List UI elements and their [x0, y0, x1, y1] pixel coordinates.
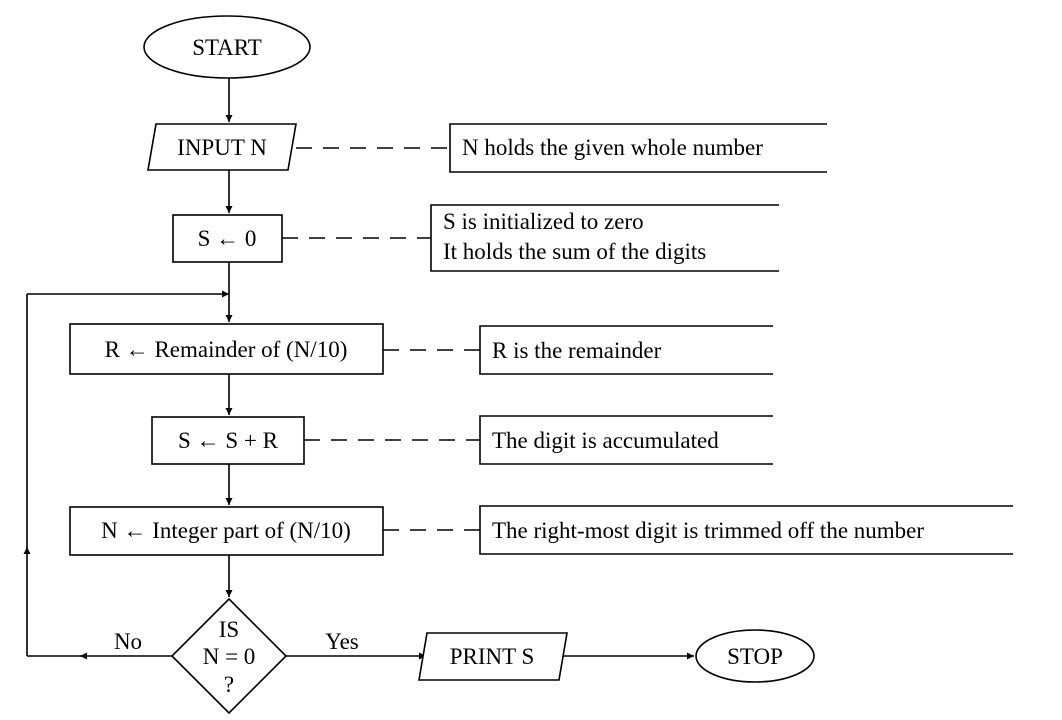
edge-label-yes: Yes [325, 629, 359, 654]
note-remainder-text: R is the remainder [492, 338, 662, 363]
note-accumulate-text: The digit is accumulated [492, 428, 719, 453]
remainder-node: R ← Remainder of (N/10) [69, 323, 384, 375]
input-node: INPUT N [147, 123, 297, 171]
input-label: INPUT N [177, 135, 267, 160]
print-label: PRINT S [450, 644, 535, 669]
decision-line-1: IS [219, 617, 239, 642]
accumulate-node: S ← S + R [151, 416, 305, 465]
note-trim: The right-most digit is trimmed off the … [479, 505, 1013, 555]
init-label: S ← 0 [198, 226, 257, 251]
accumulate-label: S ← S + R [178, 428, 279, 453]
note-remainder: R is the remainder [479, 325, 773, 375]
note-input-text: N holds the given whole number [462, 135, 763, 160]
note-init-line-1: S is initialized to zero [443, 209, 644, 234]
note-input: N holds the given whole number [449, 123, 827, 173]
decision-line-3: ? [224, 672, 234, 697]
stop-terminal: STOP [695, 629, 815, 683]
start-label: START [192, 35, 262, 60]
trim-node: N ← Integer part of (N/10) [69, 506, 384, 556]
decision-node: IS N = 0 ? [170, 597, 288, 715]
note-init-line-2: It holds the sum of the digits [443, 239, 706, 264]
note-init: S is initialized to zero It holds the su… [430, 204, 779, 272]
stop-label: STOP [727, 644, 783, 669]
edge-label-no: No [114, 629, 142, 654]
trim-label: N ← Integer part of (N/10) [101, 518, 351, 543]
init-node: S ← 0 [172, 214, 283, 263]
note-trim-text: The right-most digit is trimmed off the … [492, 518, 924, 543]
decision-line-2: N = 0 [203, 644, 256, 669]
note-accumulate: The digit is accumulated [479, 415, 773, 465]
start-terminal: START [143, 15, 311, 79]
remainder-label: R ← Remainder of (N/10) [105, 337, 348, 362]
print-node: PRINT S [418, 632, 568, 681]
